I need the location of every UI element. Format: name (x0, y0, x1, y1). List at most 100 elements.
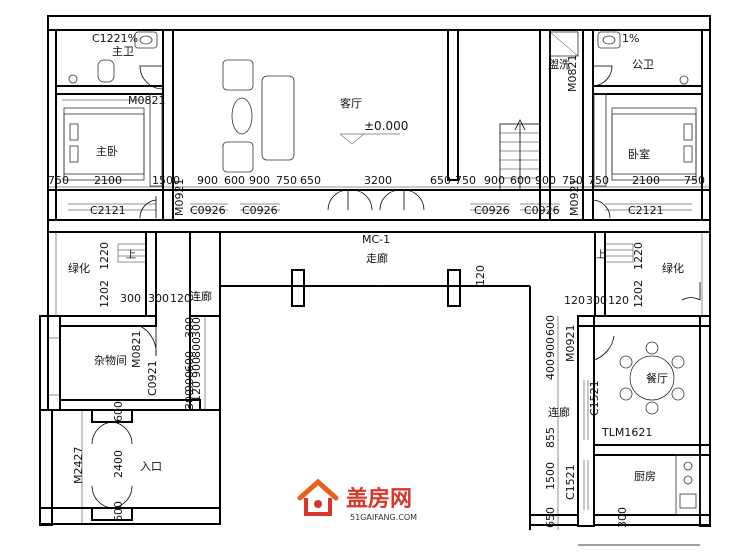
doors (91, 65, 701, 509)
room-green-right: 绿化 (662, 261, 684, 275)
dim-r300: 300 (586, 294, 607, 307)
dim-r600: 600 (544, 315, 557, 336)
room-gallery-right: 连廊 (548, 405, 570, 419)
dim-top: 3200 (364, 174, 392, 187)
code-tlm1621: TLM1621 (601, 426, 652, 439)
house-logo-icon (297, 478, 339, 516)
shower-icon (549, 31, 579, 57)
code-m2427: M2427 (72, 447, 85, 485)
watermark: 盖房网 51GAIFANG.COM (297, 478, 417, 522)
dim-r120b: 120 (608, 294, 629, 307)
sofa-icon (261, 75, 295, 161)
main-door-label: MC-1 (362, 233, 390, 246)
dim-e600b: 600 (112, 501, 125, 522)
room-labels: 主卫 主卧 客厅 盥洗 公卫 卧室 走廊 绿化 绿化 连廊 连廊 杂物间 入口 … (68, 45, 684, 483)
toilet-icon (97, 59, 115, 83)
dim-top: 900 (249, 174, 270, 187)
wardrobe-icon (593, 93, 607, 187)
slope-label-right: 1% (622, 32, 639, 45)
dimension-misc: 1220 1202 300 300 120 1220 1202 120 300 … (98, 242, 645, 528)
dimension-lines (48, 133, 710, 530)
dim-top: 900 (484, 174, 505, 187)
sink-icon (134, 31, 158, 49)
dim-v300a: 300 (190, 317, 203, 338)
bed-icon (63, 107, 145, 181)
dim-l1220: 1220 (98, 242, 111, 270)
bed-icon (611, 107, 697, 181)
dim-v300b: 300 (183, 317, 196, 338)
watermark-url: 51GAIFANG.COM (350, 513, 417, 522)
watermark-name: 盖房网 (346, 486, 412, 512)
dim-top: 750 (276, 174, 297, 187)
room-green-left: 绿化 (68, 261, 90, 275)
dim-top: 600 (224, 174, 245, 187)
dim-k300: 300 (616, 507, 629, 528)
room-storage: 杂物间 (94, 353, 127, 367)
room-master-bath: 主卫 (112, 45, 134, 58)
code-m0921-dining: M0921 (564, 325, 577, 363)
dim-r400: 400 (544, 359, 557, 380)
dim-top: 750 (455, 174, 476, 187)
dim-r1220: 1220 (632, 242, 645, 270)
furniture (62, 31, 701, 516)
dim-top: 650 (300, 174, 321, 187)
dim-d120a: 120 (190, 381, 203, 402)
dim-v300c: 300 (183, 389, 196, 410)
dim-mid120: 120 (474, 265, 487, 286)
coffee-table-icon (231, 97, 253, 135)
dim-top: 900 (197, 174, 218, 187)
dim-v800: 800 (190, 337, 203, 358)
room-master-bedroom: 主卧 (96, 145, 118, 158)
code-c0926-b: C0926 (242, 204, 278, 217)
dim-r1500: 1500 (544, 462, 557, 490)
wardrobe-icon (149, 93, 163, 187)
armchair-icon (222, 141, 254, 173)
code-c1521-a: C1521 (588, 380, 601, 416)
dim-e600a: 600 (112, 401, 125, 422)
dim-l300: 300 (120, 292, 141, 305)
code-c0926-d: C0926 (524, 204, 560, 217)
dim-v900b: 900 (183, 371, 196, 392)
dim-r1202: 1202 (632, 280, 645, 308)
room-washroom: 盥洗 (548, 58, 570, 71)
dim-l300b: 300 (148, 292, 169, 305)
code-m0821-top: M0821 (128, 94, 166, 107)
dining-table-icon (629, 355, 675, 401)
room-corridor: 走廊 (366, 251, 388, 265)
dim-v900: 900 (190, 357, 203, 378)
room-living: 客厅 (340, 96, 362, 110)
opening-codes: M0821 M0921 C0926 C0926 C0926 C0926 C212… (72, 55, 664, 501)
dim-top: 2100 (632, 174, 660, 187)
code-c0921-storage: C0921 (146, 360, 159, 396)
dim-top: 650 (430, 174, 451, 187)
dimension-row-top: 750 2100 1500 900 600 900 750 650 3200 6… (48, 174, 705, 187)
dim-top: 2100 (94, 174, 122, 187)
sink-icon (597, 31, 621, 49)
room-public-bath: 公卫 (632, 58, 654, 71)
dim-l120: 120 (170, 292, 191, 305)
room-gallery-left: 连廊 (190, 289, 212, 303)
room-bedroom: 卧室 (628, 147, 650, 161)
slope-label-left: C1221% (92, 32, 138, 45)
windows (48, 203, 692, 510)
code-c0926-c: C0926 (474, 204, 510, 217)
elevation-label: ±0.000 (364, 119, 408, 133)
up-label-right: 上 (596, 249, 606, 261)
dim-r120: 120 (564, 294, 585, 307)
code-c2121-right: C2121 (628, 204, 664, 217)
room-kitchen: 厨房 (634, 470, 656, 483)
code-m0921-left: M0921 (173, 179, 186, 217)
dim-top: 750 (588, 174, 609, 187)
code-m0821-storage: M0821 (130, 331, 143, 369)
armchair-icon (222, 59, 254, 91)
code-c0926-a: C0926 (190, 204, 226, 217)
code-c1521-b: C1521 (564, 464, 577, 500)
code-m0921-right: M0921 (568, 179, 581, 217)
kitchen-counter-icon (675, 454, 701, 516)
dim-e2400: 2400 (112, 450, 125, 478)
dim-r650: 650 (544, 507, 557, 528)
code-m0821-right: M0821 (566, 55, 579, 93)
dim-r855: 855 (544, 427, 557, 448)
dim-top: 750 (684, 174, 705, 187)
